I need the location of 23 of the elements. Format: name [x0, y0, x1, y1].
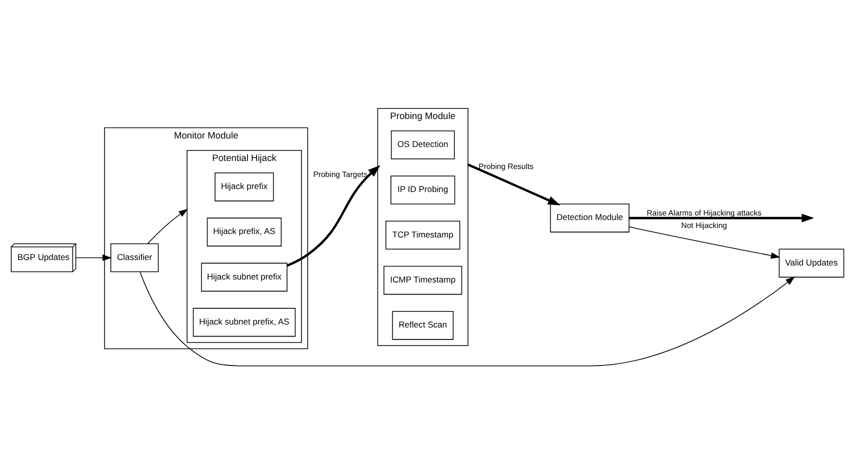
arrow [147, 208, 188, 244]
node-box: Reflect Scan [392, 311, 454, 340]
arrow [628, 226, 780, 259]
arrow [629, 214, 814, 222]
edge-label: Probing Results [478, 162, 534, 172]
node-box: Classifier [110, 243, 159, 272]
node-box: Hijack subnet prefix, AS [192, 308, 296, 337]
node-box: ICMP Timestamp [384, 266, 462, 295]
node-box: Valid Updates [778, 248, 844, 278]
node-box: Hijack prefix, AS [206, 218, 282, 246]
arrow [467, 163, 560, 206]
node-box: Hijack prefix [214, 172, 274, 202]
edge-label: Not Hijacking [681, 221, 727, 230]
node-box: Detection Module [550, 204, 630, 232]
edge-label: Raise Alarms of Hijacking attacks [646, 208, 762, 218]
arrow [75, 254, 112, 261]
node-box: IP ID Probing [390, 176, 456, 204]
arrow [286, 165, 380, 267]
node-box: Hijack subnet prefix [201, 262, 288, 292]
edge-label: Probing Targets [313, 170, 368, 179]
arrow [140, 271, 795, 366]
node-box: TCP Timestamp [385, 220, 460, 250]
node-box: OS Detection [390, 130, 455, 160]
